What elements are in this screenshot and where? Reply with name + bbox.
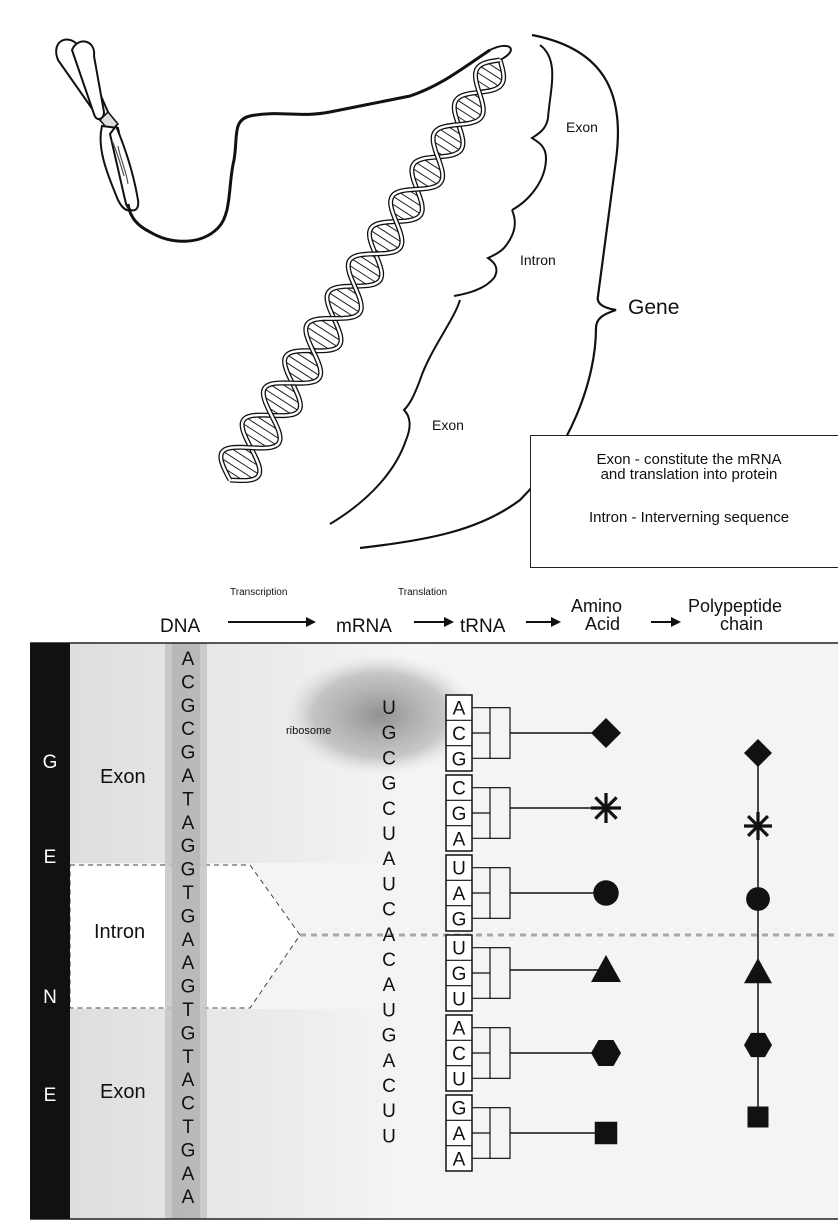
mrna-base: U	[382, 698, 396, 719]
gene-label: Gene	[628, 296, 679, 319]
dna-base: A	[182, 1070, 195, 1091]
trna-base: U	[452, 989, 466, 1010]
flow-amino-line1: Amino	[571, 596, 622, 616]
square-icon	[748, 1107, 769, 1128]
mrna-base: U	[382, 824, 396, 845]
mrna-base: G	[382, 723, 397, 744]
mrna-base: C	[382, 799, 396, 820]
mrna-base: A	[383, 849, 396, 870]
gene-bar-letter: N	[43, 987, 57, 1008]
dna-base: A	[182, 953, 195, 974]
dna-base: A	[182, 1164, 195, 1185]
trna-base: G	[452, 804, 467, 825]
trna-base: G	[452, 964, 467, 985]
trna-base: A	[453, 829, 466, 850]
flow-poly-line2: chain	[720, 614, 763, 634]
mrna-base: C	[382, 1076, 396, 1097]
dna-base: G	[181, 696, 196, 717]
top-exon-bottom-label: Exon	[432, 417, 464, 433]
trna-base: A	[453, 699, 466, 720]
flow-transcription: Transcription	[230, 587, 287, 598]
trna-base: C	[452, 1044, 466, 1065]
top-exon-label: Exon	[566, 119, 598, 135]
mrna-base: U	[382, 1101, 396, 1122]
dna-base: G	[181, 977, 196, 998]
legend-intron-line: Intron - Interverning sequence	[531, 510, 838, 525]
circle-icon	[746, 887, 770, 911]
dna-base: G	[181, 1140, 196, 1161]
top-intron-label: Intron	[520, 252, 556, 268]
asterisk-icon	[744, 812, 772, 840]
mrna-base: C	[382, 900, 396, 921]
mrna-base: A	[383, 975, 396, 996]
dna-base: G	[181, 906, 196, 927]
flow-amino-line2: Acid	[585, 614, 620, 634]
dna-base: T	[182, 1117, 194, 1138]
region-exon-2: Exon	[100, 1081, 146, 1103]
dna-base: A	[182, 930, 195, 951]
dna-base: G	[181, 860, 196, 881]
legend-box: Exon - constitute the mRNA and translati…	[530, 435, 838, 568]
trna-base: C	[452, 724, 466, 745]
trna-base: U	[452, 1069, 466, 1090]
dna-strand	[128, 46, 511, 241]
flow-header: DNA Transcription mRNA Translation tRNA …	[160, 587, 782, 637]
ribosome-label: ribosome	[286, 725, 331, 737]
dna-base: A	[182, 766, 195, 787]
mrna-base: U	[382, 1000, 396, 1021]
mrna-base: A	[383, 925, 396, 946]
chromosome	[56, 39, 138, 210]
trna-base: U	[452, 859, 466, 880]
trna-base: G	[452, 1099, 467, 1120]
dna-base: T	[182, 1047, 194, 1068]
gene-bar	[30, 643, 70, 1219]
asterisk-icon	[591, 793, 621, 823]
dna-base: T	[182, 883, 194, 904]
legend-exon-line1: Exon - constitute the mRNA	[531, 452, 838, 467]
mrna-base: C	[382, 950, 396, 971]
gene-bar-letter: G	[43, 752, 58, 773]
gene-bar-letter: E	[44, 1085, 57, 1106]
trna-base: G	[452, 749, 467, 770]
flow-mrna: mRNA	[336, 616, 392, 637]
flow-dna: DNA	[160, 616, 200, 637]
dna-base: C	[181, 719, 195, 740]
trna-base: A	[453, 1124, 466, 1145]
lower-panel	[30, 643, 838, 1219]
trna-base: A	[453, 1019, 466, 1040]
square-icon	[595, 1122, 618, 1145]
mrna-base: C	[382, 748, 396, 769]
dna-base: T	[182, 1000, 194, 1021]
region-exon-1: Exon	[100, 766, 146, 788]
trna-base: U	[452, 939, 466, 960]
dna-base: C	[181, 1094, 195, 1115]
dna-base: A	[182, 1187, 195, 1208]
trna-base: A	[453, 1149, 466, 1170]
mrna-base: G	[382, 774, 397, 795]
dna-base: C	[181, 672, 195, 693]
flow-trna: tRNA	[460, 616, 506, 637]
mrna-base: A	[383, 1051, 396, 1072]
mrna-base: G	[382, 1026, 397, 1047]
dna-base: A	[182, 649, 195, 670]
trna-base: C	[452, 779, 466, 800]
flow-translation: Translation	[398, 587, 447, 598]
trna-base: G	[452, 909, 467, 930]
legend-exon-line2: and translation into protein	[531, 467, 838, 482]
gene-bar-letter: E	[44, 847, 57, 868]
dna-base: G	[181, 1023, 196, 1044]
flow-poly-line1: Polypeptide	[688, 596, 782, 616]
dna-base: T	[182, 789, 194, 810]
mrna-base: U	[382, 1126, 396, 1147]
dna-base: G	[181, 743, 196, 764]
mrna-base: U	[382, 874, 396, 895]
dna-base: A	[182, 813, 195, 834]
region-intron: Intron	[94, 921, 145, 943]
trna-base: A	[453, 884, 466, 905]
circle-icon	[593, 880, 619, 906]
dna-base: G	[181, 836, 196, 857]
